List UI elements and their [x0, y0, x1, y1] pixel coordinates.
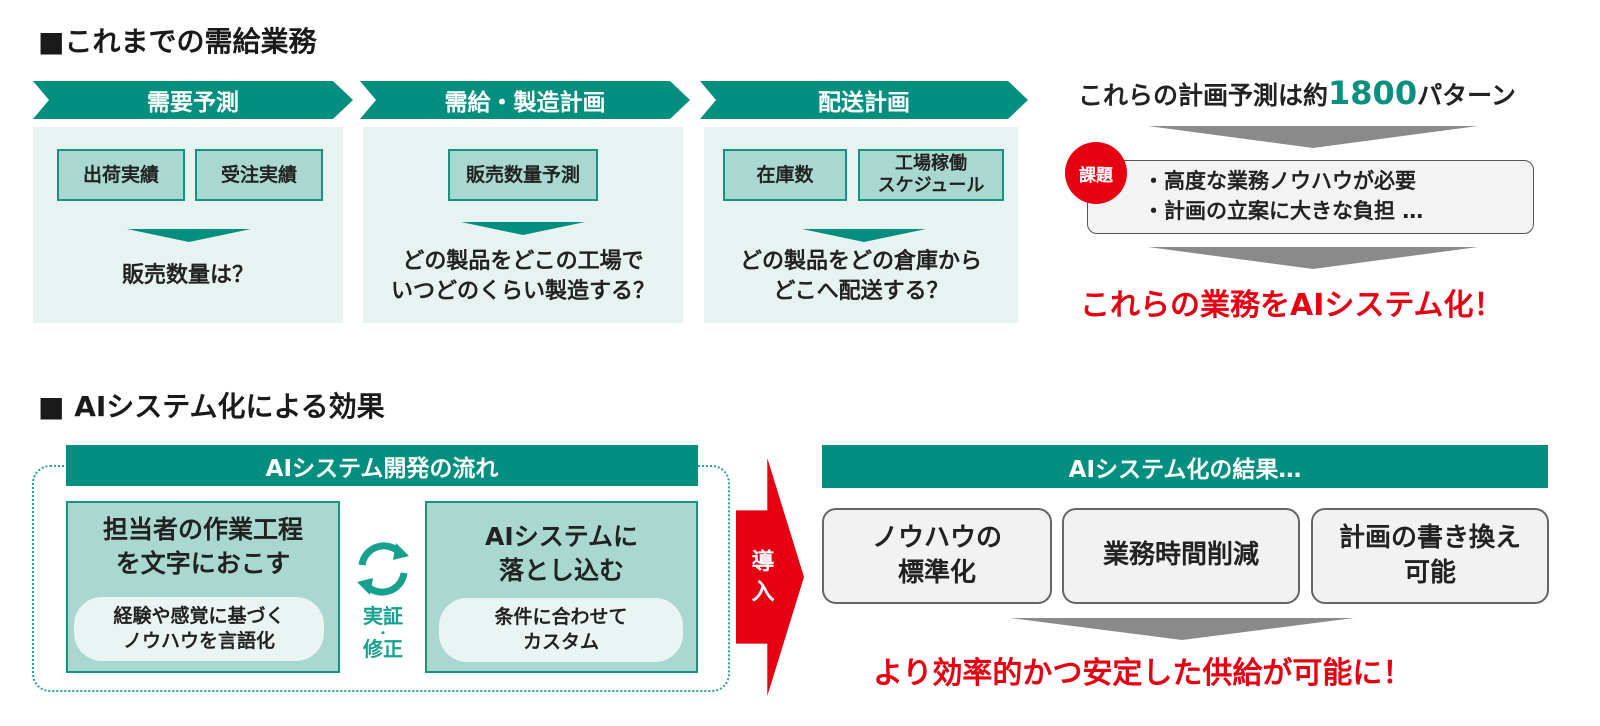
result-box-plan-rewrite: 計画の書き換え 可能	[1311, 508, 1549, 604]
issue-item: ・高度な業務ノウハウが必要	[1143, 169, 1416, 193]
flow-step-implement-pill: 条件に合わせて カスタム	[439, 598, 683, 662]
input-box-orders: 受注実績	[195, 149, 323, 201]
result-box-time-reduction: 業務時間削減	[1062, 508, 1300, 604]
input-box-sales-forecast: 販売数量予測	[448, 149, 598, 201]
step-label: 需給・製造計画	[444, 90, 606, 116]
step-label: 配送計画	[818, 90, 910, 116]
down-arrow-icon	[802, 229, 926, 242]
gray-down-arrow-icon	[1010, 618, 1354, 640]
conclusion-bottom: より効率的かつ安定した供給が可能に！	[873, 656, 1413, 691]
step-label: 需要予測	[147, 90, 239, 116]
flow-step-document-pill: 経験や感覚に基づく ノウハウを言語化	[74, 597, 324, 661]
down-arrow-icon	[461, 222, 585, 235]
down-arrow-icon	[127, 229, 251, 242]
input-box-shipments: 出荷実績	[57, 149, 185, 201]
refresh-cycle-icon	[352, 538, 414, 600]
question-demand: 販売数量は？	[121, 263, 254, 289]
flow-header: AIシステム開発の流れ	[66, 445, 698, 486]
question-production: どの製品をどこの工場で いつどのくらい製造する？	[390, 249, 655, 304]
gray-down-arrow-icon	[1148, 126, 1478, 148]
section-title-effects: ■ AIシステム化による効果	[38, 390, 385, 423]
step-chevron-delivery: 配送計画	[700, 81, 1028, 119]
section-title-current: ■これまでの需給業務	[38, 25, 317, 58]
flow-step-implement-title: AIシステムに 落とし込む	[485, 522, 638, 585]
patterns-number: 1800	[1328, 74, 1418, 112]
verify-correct-label: 実証 ・ 修正	[363, 603, 403, 662]
intro-arrow-label: 導 入	[751, 549, 775, 605]
input-box-inventory: 在庫数	[723, 149, 847, 201]
input-box-factory-schedule: 工場稼働 スケジュール	[858, 149, 1004, 201]
issues-list: ・高度な業務ノウハウが必要 ・計画の立案に大きな負担 …	[1143, 166, 1423, 226]
patterns-statement: これらの計画予測は約 1800 パターン	[1078, 74, 1516, 112]
flow-step-document-title: 担当者の作業工程 を文字におこす	[102, 515, 303, 578]
issue-item: ・計画の立案に大きな負担 …	[1143, 199, 1424, 223]
step-chevron-demand: 需要予測	[33, 81, 353, 119]
step-chevron-production: 需給・製造計画	[360, 81, 690, 119]
issues-box	[1087, 160, 1534, 234]
question-delivery: どの製品をどの倉庫から どこへ配送する？	[739, 249, 982, 304]
gray-down-arrow-icon	[1148, 247, 1478, 269]
result-header: AIシステム化の結果…	[822, 445, 1548, 488]
conclusion-top: これらの業務をAIシステム化！	[1080, 288, 1504, 323]
result-box-standardization: ノウハウの 標準化	[822, 508, 1052, 604]
issue-badge: 課題	[1065, 142, 1127, 204]
